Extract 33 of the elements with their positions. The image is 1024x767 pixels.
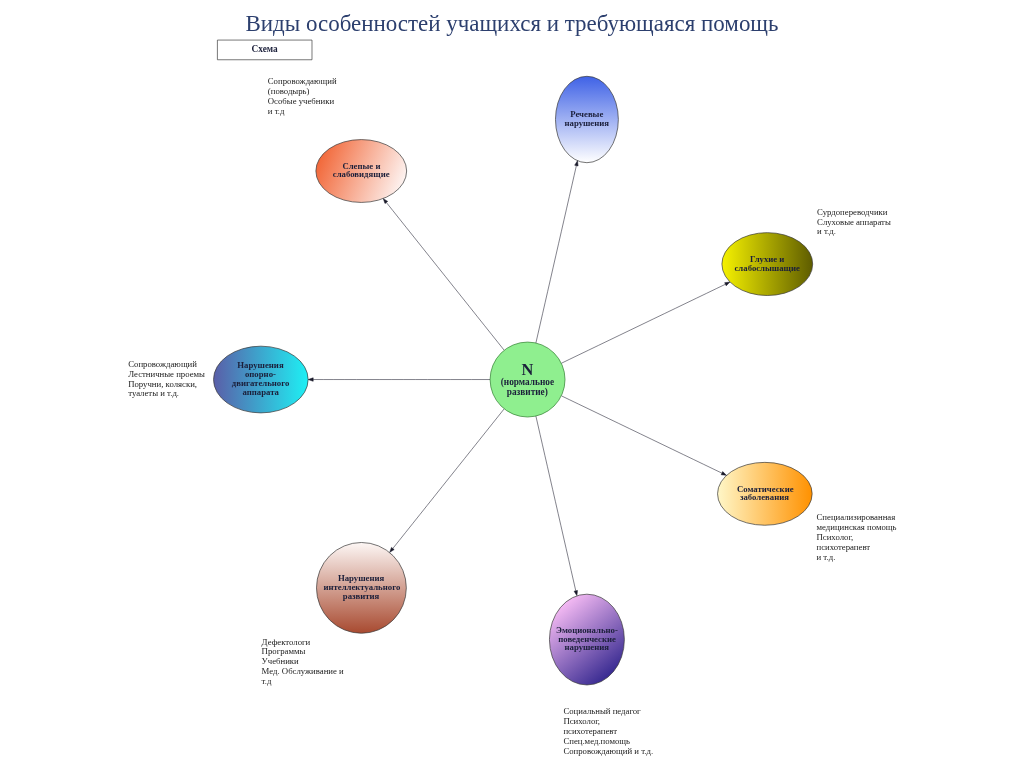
- node-label: Сурдопереводчики: [817, 206, 888, 217]
- node-label: Психолог, психотерапевт: [563, 716, 618, 736]
- arrow: [535, 160, 579, 344]
- node-circle: Нарушения интеллектуального развития: [316, 542, 407, 634]
- node-label: Социальный педагог: [563, 706, 641, 717]
- node-label: Лестничные проемы: [128, 368, 205, 379]
- node-label: Сопровождающий (поводырь): [267, 76, 337, 97]
- diagram-title: Виды особенностей учащихся и требующаяся помощь: [245, 11, 779, 37]
- node-label: Слуховые аппараты: [817, 216, 891, 227]
- node-circle: N (нормальное развитие): [489, 341, 566, 418]
- node-box: Схема: [217, 39, 313, 61]
- node-label: Сопровождающий и т.д.: [563, 745, 654, 756]
- node-label: Учебники: [261, 656, 299, 667]
- node-label: Особые учебники: [267, 96, 335, 107]
- node-label: Поручни, коляски, туалеты и т.д.: [128, 378, 197, 399]
- node-label: Специализированная медицинская помощь: [816, 512, 897, 533]
- node-label: Сопровождающий: [128, 358, 197, 369]
- node-ellipse: Эмоционально-поведенческие нарушения: [549, 593, 625, 686]
- node-label: и т.д.: [816, 551, 836, 562]
- node-label: и т.д: [267, 105, 285, 116]
- arrow: [389, 408, 505, 553]
- arrow: [561, 281, 731, 364]
- node-label: Программы: [261, 646, 306, 657]
- arrow: [383, 198, 505, 351]
- node-ellipse: Речевые нарушения: [555, 75, 619, 164]
- node-ellipse: Нарушения опорно-двигательного аппарата: [213, 345, 309, 414]
- node-label: Дефектологи: [261, 636, 311, 647]
- arrow: [561, 395, 727, 476]
- node-label: и т.д.: [817, 226, 836, 237]
- node-label: Спец.мед.помощь: [563, 735, 631, 746]
- arrow: [307, 377, 491, 382]
- node-label: Мед. Обслуживание и т.д: [261, 666, 344, 687]
- arrow: [535, 415, 578, 596]
